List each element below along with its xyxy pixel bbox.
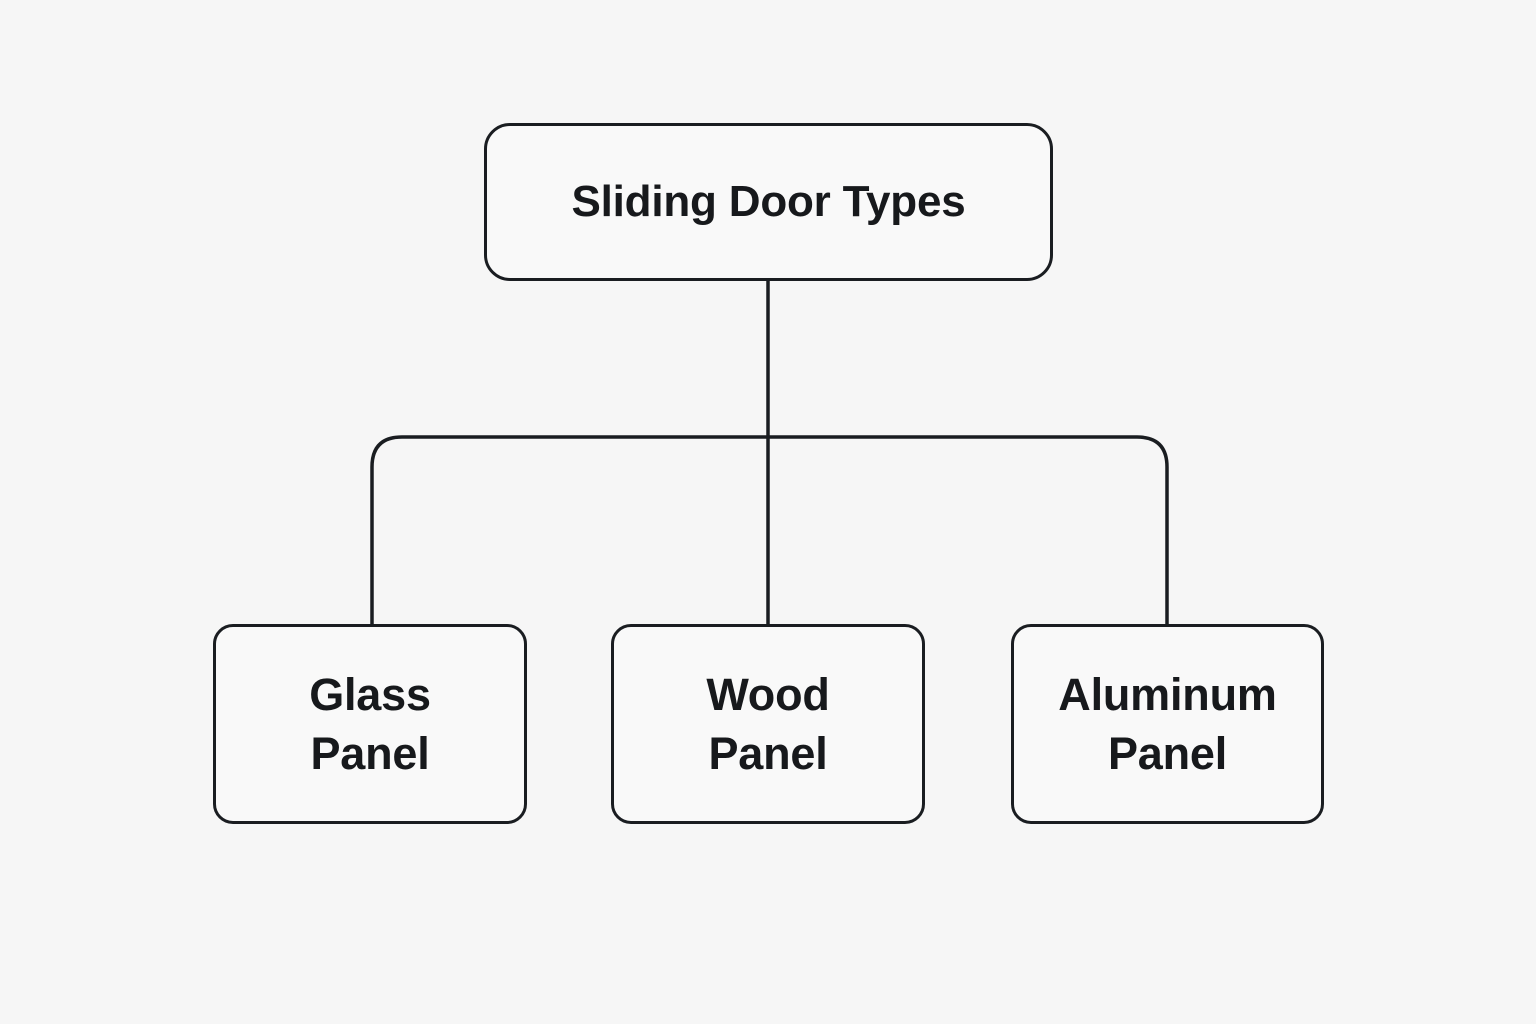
- node-root-sliding-door-types[interactable]: Sliding Door Types: [484, 123, 1053, 281]
- node-root-label: Sliding Door Types: [571, 176, 966, 226]
- node-child-wood-panel[interactable]: Wood Panel: [611, 624, 925, 824]
- node-child-glass-panel-label: Glass Panel: [309, 668, 431, 779]
- node-child-glass-panel[interactable]: Glass Panel: [213, 624, 527, 824]
- node-child-wood-panel-label: Wood Panel: [706, 668, 830, 779]
- node-child-aluminum-panel-label: Aluminum Panel: [1058, 668, 1277, 779]
- node-child-aluminum-panel[interactable]: Aluminum Panel: [1011, 624, 1324, 824]
